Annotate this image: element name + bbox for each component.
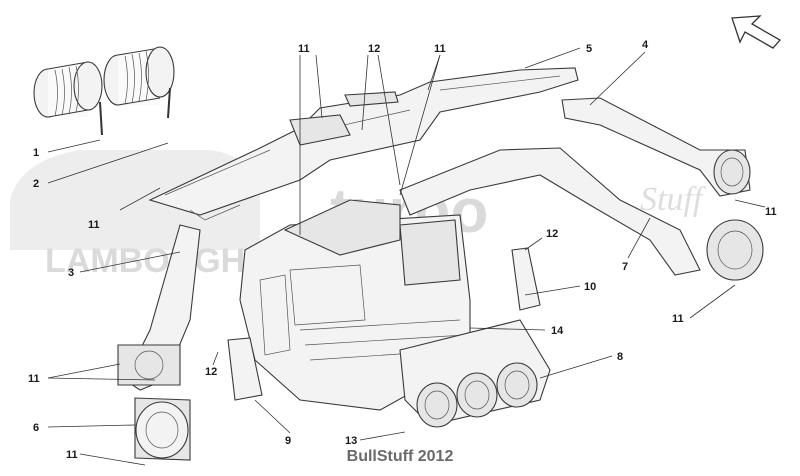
callout-12-right: 12 xyxy=(546,228,558,240)
callout-1: 1 xyxy=(33,147,39,159)
callout-11-bottom: 11 xyxy=(66,449,78,461)
callout-11-left-bottom: 11 xyxy=(28,373,40,385)
leader-lines xyxy=(47,47,766,466)
callout-13: 13 xyxy=(345,435,357,447)
callout-9: 9 xyxy=(285,435,291,447)
right-outlet-duct xyxy=(561,97,751,197)
callout-10: 10 xyxy=(584,281,596,293)
round-vent xyxy=(134,397,191,461)
callout-7: 7 xyxy=(622,261,628,273)
watermark-script: Stuff xyxy=(640,181,707,218)
callout-11-top-right: 11 xyxy=(434,43,446,55)
callout-8: 8 xyxy=(617,351,623,363)
callout-4: 4 xyxy=(642,39,649,51)
callouts: 1 2 3 4 5 6 7 8 9 10 11 11 11 11 11 11 1… xyxy=(28,39,777,461)
callout-11-right-top: 11 xyxy=(765,206,777,218)
callout-3: 3 xyxy=(68,267,74,279)
triple-outlet-unit xyxy=(399,319,551,428)
left-bracket xyxy=(227,337,263,401)
callout-12-top: 12 xyxy=(368,43,380,55)
right-long-duct xyxy=(399,147,764,281)
callout-14: 14 xyxy=(551,325,564,337)
callout-11-left-top: 11 xyxy=(88,219,100,231)
hose-spool-1 xyxy=(33,61,103,136)
callout-6: 6 xyxy=(33,422,39,434)
left-long-duct xyxy=(117,224,201,391)
hose-spool-2 xyxy=(103,46,175,119)
callout-12-left: 12 xyxy=(205,366,217,378)
footer-credit: BullStuff 2012 xyxy=(346,448,454,465)
callout-2: 2 xyxy=(33,178,39,190)
right-bracket xyxy=(511,247,541,311)
callout-5: 5 xyxy=(586,43,592,55)
upper-distribution-duct xyxy=(148,67,579,221)
arrow-up-left-icon xyxy=(731,15,782,49)
callout-11-top-left: 11 xyxy=(298,43,310,55)
callout-11-right-bottom: 11 xyxy=(672,313,684,325)
